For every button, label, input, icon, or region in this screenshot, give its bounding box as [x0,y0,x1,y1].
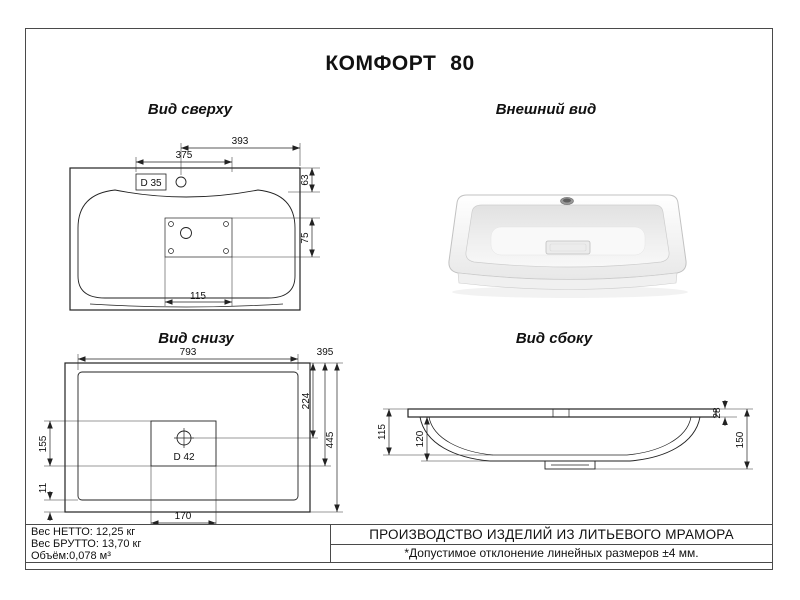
info-footer: Вес НЕТТО: 12,25 кг Вес БРУТТО: 13,70 кг… [25,524,773,563]
dim-bottom-depth-overall: 445 [325,431,336,448]
drawing-frame [25,28,773,570]
sink-front-apron [457,272,678,290]
bottom-view-label: Вид снизу [158,330,234,347]
faucet-hole-top-view [175,176,187,188]
dim-side-bowl-height: 115 [377,424,388,440]
bowl-profile-outer [419,416,701,462]
bottom-view-outline: D 42 [64,362,311,513]
top-view-dimensions: 393 375 63 75 115 [135,136,320,306]
top-view-drawing: D 35 393 375 63 75 [69,136,320,311]
production-note: ПРОИЗВОДСТВО ИЗДЕЛИЙ ИЗ ЛИТЬЕВОГО МРАМОР… [331,525,772,545]
product-size: 80 [450,52,475,75]
sink-shadow [452,286,688,298]
drain-cover-inner [549,243,587,252]
top-view-label: Вид сверху [147,101,233,118]
volume: Объём:0,078 м³ [31,550,111,562]
dim-bottom-lip: 11 [38,482,49,493]
weight-info-box: Вес НЕТТО: 12,25 кг Вес БРУТТО: 13,70 кг… [25,524,331,563]
bowl-profile-inner [428,416,692,456]
dim-bottom-drain-width: 170 [175,511,192,522]
side-view-dimensions: 115 120 28 150 [377,400,753,470]
external-view-drawing [448,194,688,298]
tolerance-note: *Допустимое отклонение линейных размеров… [404,546,699,561]
dim-bottom-width-inner: 793 [180,347,197,358]
gross-weight: Вес БРУТТО: 13,70 кг [31,538,142,550]
dim-side-rim: 28 [712,407,723,419]
dim-top-width-inner: 375 [176,150,193,161]
bottom-view-drawing: D 42 793 224 395 445 155 11 [38,347,343,528]
external-view-label: Внешний вид [495,101,597,118]
sink-rim-profile [407,408,717,418]
sink-3d-render [448,194,688,298]
dim-bottom-depth-back: 155 [38,435,49,452]
dim-top-drain-width: 115 [190,291,206,302]
top-view-outline: D 35 [69,167,301,311]
side-view-outline [407,408,717,470]
dim-bottom-depth-front: 224 [301,392,312,409]
dim-bottom-hole-diameter: D 42 [173,452,195,463]
production-info-box: ПРОИЗВОДСТВО ИЗДЕЛИЙ ИЗ ЛИТЬЕВОГО МРАМОР… [331,524,773,563]
dim-side-bowl-depth: 120 [415,430,426,447]
drain-profile [544,460,596,470]
drain-assembly-top-view [164,217,233,258]
side-view-label: Вид сбоку [515,330,593,347]
drain-box-bottom-view [150,420,217,467]
dim-top-ledge: 63 [300,174,311,186]
page-title: КОМФОРТ 80 [0,52,800,76]
dim-top-hole-diameter: D 35 [140,178,162,189]
dim-side-height-overall: 150 [735,431,746,448]
net-weight: Вес НЕТТО: 12,25 кг [31,526,136,538]
dim-top-width: 393 [232,136,249,147]
dim-bottom-depth-inner: 395 [317,347,334,358]
product-name: КОМФОРТ [325,52,437,75]
bottom-view-dimensions: 793 224 395 445 155 11 170 [38,347,343,528]
faucet-hole-inner [563,198,571,203]
side-view-drawing: 115 120 28 150 [377,400,753,470]
dim-top-drain-depth: 75 [300,232,311,244]
drain-cover [545,240,591,255]
